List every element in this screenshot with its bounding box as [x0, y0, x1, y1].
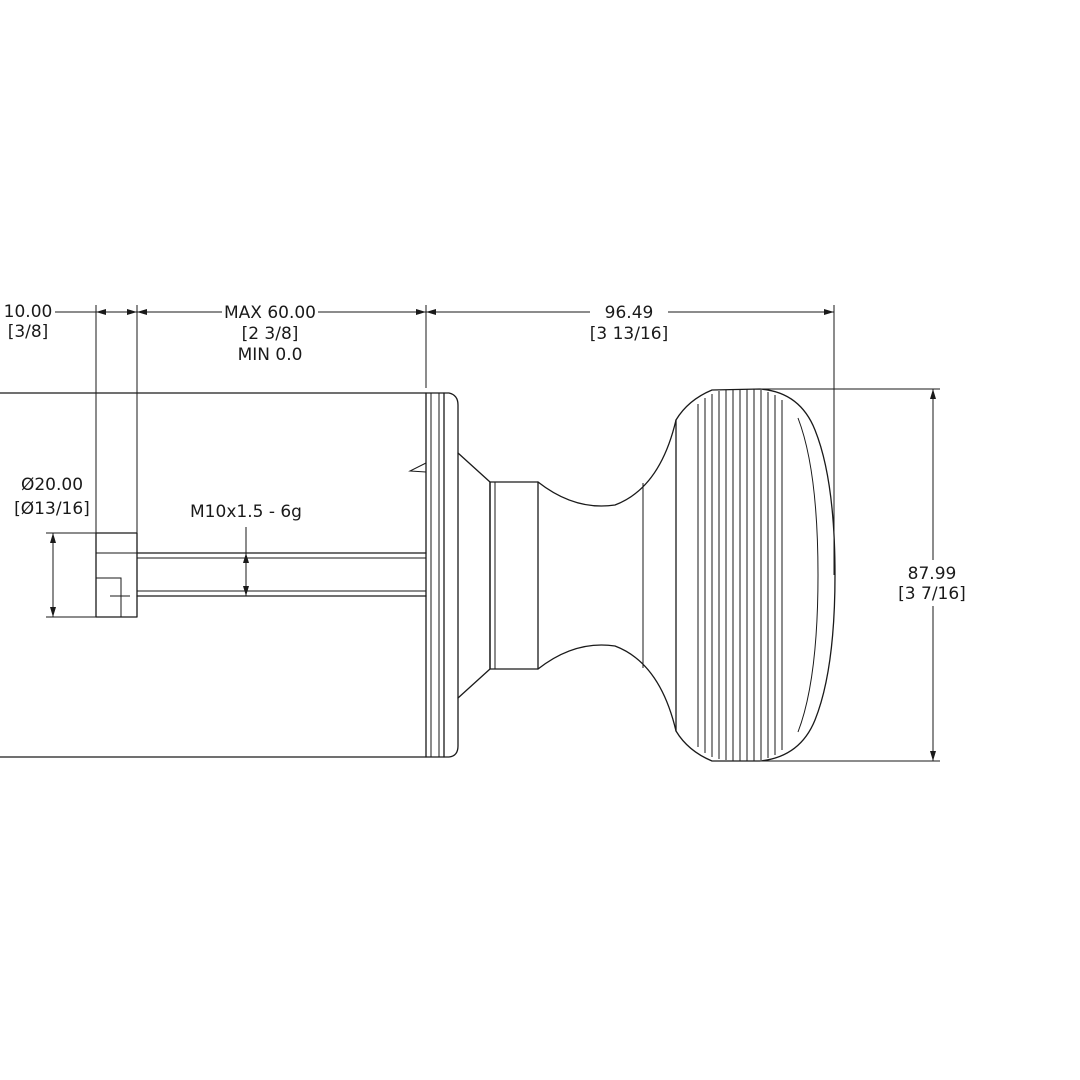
nut	[95, 532, 138, 618]
dimension-knob-diameter: 87.99 [3 7/16]	[760, 388, 966, 762]
dimension-nut-width: 10.00 [3/8]	[4, 302, 150, 533]
nut-diameter-value: Ø20.00	[21, 475, 83, 495]
spindle	[136, 552, 427, 597]
rose-plate	[408, 392, 459, 758]
knob-projection-imperial: [3 13/16]	[590, 324, 668, 344]
nut-width-value: 10.00	[4, 302, 53, 322]
knob-grooves	[697, 389, 819, 761]
dimension-knob-projection: 96.49 [3 13/16]	[426, 303, 835, 575]
knob	[457, 388, 836, 762]
nut-width-imperial: [3/8]	[8, 322, 49, 342]
door-outline	[0, 392, 427, 758]
door-thickness-value: MAX 60.00	[224, 303, 316, 323]
nut-diameter-imperial: [Ø13/16]	[14, 499, 90, 519]
dimension-door-thickness: MAX 60.00 [2 3/8] MIN 0.0	[147, 303, 427, 388]
knob-diameter-value: 87.99	[908, 564, 957, 584]
thread-spec: M10x1.5 - 6g	[190, 502, 302, 522]
dimension-nut-diameter: Ø20.00 [Ø13/16]	[14, 475, 96, 618]
door-thickness-imperial: [2 3/8]	[242, 324, 299, 344]
dimension-thread: M10x1.5 - 6g	[190, 502, 302, 596]
knob-projection-value: 96.49	[605, 303, 654, 323]
knob-diameter-imperial: [3 7/16]	[898, 584, 966, 604]
door-thickness-min: MIN 0.0	[238, 345, 303, 365]
